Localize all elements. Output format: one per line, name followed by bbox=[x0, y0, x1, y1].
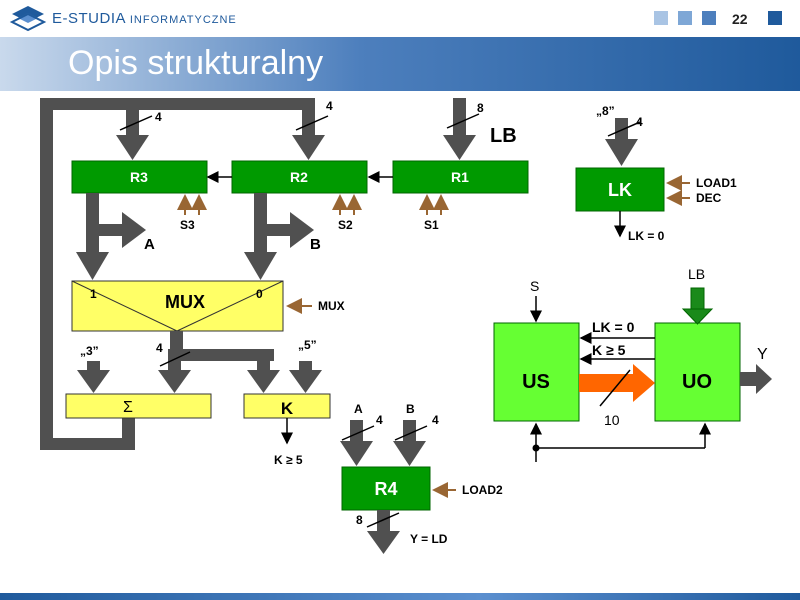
load2-label: LOAD2 bbox=[462, 483, 503, 497]
logo-text: E-STUDIA INFORMATYCZNE bbox=[52, 10, 237, 27]
operational-unit-label: UO bbox=[682, 371, 712, 393]
logo-icon bbox=[9, 6, 47, 32]
signal-s2: S2 bbox=[338, 218, 353, 232]
comparator-label: K bbox=[281, 399, 294, 418]
load1-label: LOAD1 bbox=[696, 176, 737, 190]
nav-square-2 bbox=[678, 11, 692, 25]
adder-block bbox=[65, 393, 212, 419]
control-unit-us bbox=[493, 322, 580, 422]
comparator-block bbox=[243, 393, 331, 419]
y-ld-label: Y = LD bbox=[410, 532, 448, 546]
page-title: Opis strukturalny bbox=[68, 44, 324, 82]
width-label-r2: 4 bbox=[326, 99, 333, 113]
nav-square-3 bbox=[702, 11, 716, 25]
control-bus-arrow bbox=[579, 364, 655, 402]
counter-lk-label: LK bbox=[608, 180, 632, 200]
lk-width-label: 4 bbox=[636, 115, 643, 129]
mux-diagonal-1 bbox=[71, 280, 178, 332]
y-output-label: Y bbox=[757, 346, 768, 363]
page-number: 22 bbox=[732, 11, 748, 27]
mux-control-label: MUX bbox=[318, 299, 345, 313]
control-bus-tick bbox=[599, 369, 631, 407]
title-band bbox=[0, 37, 800, 91]
dec-label: DEC bbox=[696, 191, 722, 205]
const-5-label: „5” bbox=[298, 338, 317, 352]
lk-const-label: „8” bbox=[596, 104, 615, 118]
register-r4-label: R4 bbox=[374, 479, 397, 499]
r4-output-arrow bbox=[367, 510, 400, 554]
mux-input-0: 0 bbox=[256, 287, 263, 301]
r4-output-tick bbox=[366, 512, 400, 528]
clock-lines bbox=[530, 422, 711, 462]
width-label-r3: 4 bbox=[155, 110, 162, 124]
mux-input-1: 1 bbox=[90, 287, 97, 301]
output-b-label: B bbox=[310, 236, 321, 253]
const-3-label: „3” bbox=[80, 344, 99, 358]
lk-input-arrow bbox=[605, 118, 638, 166]
register-r2 bbox=[231, 160, 368, 194]
width-tick-sum bbox=[159, 351, 191, 367]
lb-input-arrow bbox=[681, 287, 714, 325]
logo-main: E-STUDIA bbox=[52, 10, 126, 27]
width-label-r1: 8 bbox=[477, 101, 484, 115]
lb-input-label: LB bbox=[688, 266, 705, 282]
width-ticks bbox=[119, 113, 480, 131]
width-label-sum: 4 bbox=[156, 341, 163, 355]
control-bus-width: 10 bbox=[604, 412, 620, 428]
lk-width-tick bbox=[607, 121, 641, 137]
r4-width-out: 8 bbox=[356, 513, 363, 527]
signal-s3: S3 bbox=[180, 218, 195, 232]
mux-label: MUX bbox=[165, 292, 205, 312]
register-outputs bbox=[76, 193, 314, 280]
output-a-label: A bbox=[144, 236, 155, 253]
r4-width-a: 4 bbox=[376, 413, 383, 427]
r4-in-a: A bbox=[354, 402, 363, 416]
nav-square-1 bbox=[654, 11, 668, 25]
register-r3 bbox=[71, 160, 208, 194]
register-r3-label: R3 bbox=[130, 169, 148, 185]
k-ge5-label: K ≥ 5 bbox=[274, 453, 303, 467]
r4-input-arrows bbox=[340, 420, 426, 466]
y-output-arrow bbox=[740, 364, 772, 394]
register-r2-label: R2 bbox=[290, 169, 308, 185]
adder-label: Σ bbox=[123, 399, 133, 416]
signal-s1: S1 bbox=[424, 218, 439, 232]
register-r1-label: R1 bbox=[451, 169, 469, 185]
mux-block bbox=[71, 280, 284, 332]
k5-signal-label: K ≥ 5 bbox=[592, 342, 626, 358]
lb-label: LB bbox=[490, 125, 517, 147]
register-r1 bbox=[392, 160, 529, 194]
feedback-path bbox=[40, 98, 315, 450]
lk-zero-label: LK = 0 bbox=[628, 229, 665, 243]
lk0-signal-label: LK = 0 bbox=[592, 319, 635, 335]
control-arrows-s bbox=[177, 194, 449, 215]
logo-sub: INFORMATYCZNE bbox=[129, 14, 237, 26]
r4-in-b: B bbox=[406, 402, 415, 416]
input-arrows bbox=[116, 98, 476, 160]
mux-outputs bbox=[77, 331, 322, 393]
footer-bar bbox=[0, 593, 800, 600]
nav-square-4 bbox=[768, 11, 782, 25]
s-input-label: S bbox=[530, 278, 539, 294]
clock-junction bbox=[532, 444, 540, 452]
header-bar: E-STUDIA INFORMATYCZNE 22 bbox=[0, 0, 800, 36]
r4-width-ticks bbox=[341, 425, 428, 441]
control-unit-label: US bbox=[522, 371, 550, 393]
r4-width-b: 4 bbox=[432, 413, 439, 427]
register-r4 bbox=[341, 466, 431, 511]
mux-diagonal-2 bbox=[176, 280, 284, 332]
operational-unit-uo bbox=[654, 322, 741, 422]
